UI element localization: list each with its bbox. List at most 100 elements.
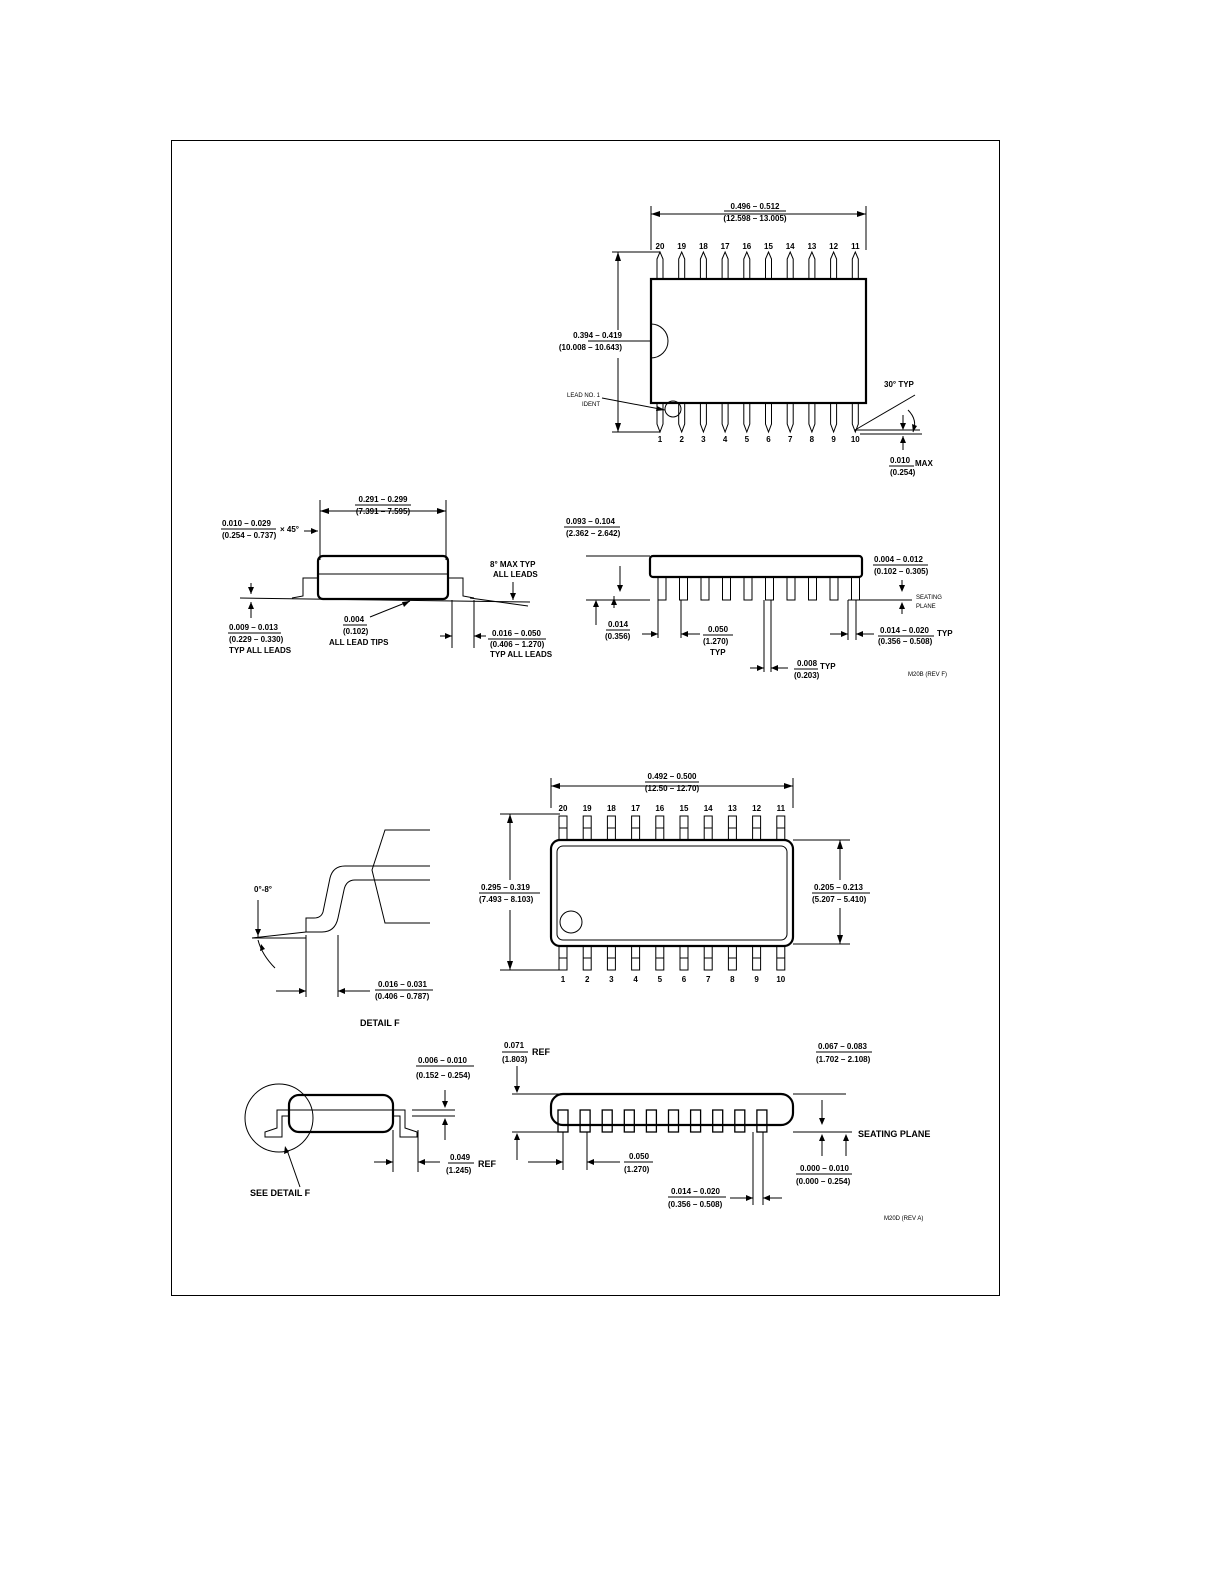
m20b-side-leads: [657, 576, 860, 601]
m20b-max-mm: (0.254): [890, 468, 916, 477]
m20b-angle-label: 30° TYP: [884, 380, 915, 389]
m20b-height-inch: 0.093 – 0.104: [566, 517, 615, 526]
m20b-max-suffix: MAX: [915, 459, 933, 468]
m20d-pin-number: 20: [559, 804, 568, 813]
m20b-side-lead: [722, 576, 731, 601]
m20d-pin-number: 8: [730, 975, 735, 984]
m20b-pitch-inch: 0.050: [708, 625, 729, 634]
m20d-drawing-ref: M20D (REV A): [884, 1216, 923, 1222]
m20b-side-lead: [679, 576, 688, 601]
drawing-frame: [171, 140, 1000, 1296]
m20b-side-lead: [829, 576, 839, 601]
m20d-width-inch: 0.295 – 0.319: [481, 883, 530, 892]
m20d-side-view: 0.071 (1.803) REF 0.067 – 0.083 (1.702 –…: [502, 1041, 930, 1222]
m20b-bottom-lead: [851, 403, 859, 434]
m20b-end-body: [316, 554, 450, 601]
m20b-top-lead: [830, 250, 838, 279]
m20b-top-lead: [699, 250, 707, 279]
m20d-width-mm: (7.493 – 8.103): [479, 895, 534, 904]
m20b-length-inch: 0.496 – 0.512: [731, 202, 780, 211]
m20d-side-body: [549, 1092, 795, 1127]
m20b-bottom-lead: [765, 403, 772, 434]
m20d-pin-number: 14: [704, 804, 713, 813]
m20b-side-lead: [743, 576, 753, 601]
m20b-bottom-lead: [678, 403, 686, 434]
m20b-lead-inch: 0.014: [608, 620, 629, 629]
m20d-seating-plane-label: SEATING PLANE: [858, 1129, 930, 1139]
see-detail-f-label: SEE DETAIL F: [250, 1188, 311, 1198]
m20b-width-mm: (10.008 – 10.643): [559, 343, 622, 352]
m20b-pin-number: 1: [658, 435, 663, 444]
m20d-standoff-inch: 0.071: [504, 1041, 525, 1050]
m20b-lead1-label: LEAD NO. 1: [567, 393, 601, 399]
m20b-pin-number: 7: [788, 435, 793, 444]
m20b-gap-suffix: TYP: [820, 662, 836, 671]
m20b-gap-mm: (0.203): [794, 671, 820, 680]
detail-angle-label: 0°-8°: [254, 885, 272, 894]
m20d-pin-number: 5: [658, 975, 663, 984]
m20b-side-lead: [657, 576, 667, 601]
m20b-pin-number: 12: [829, 242, 838, 251]
m20d-pin-number: 15: [680, 804, 689, 813]
m20b-lead-angle-2: ALL LEADS: [493, 570, 538, 579]
m20b-top-lead: [743, 250, 751, 279]
m20d-pitch-inch: 0.050: [629, 1152, 650, 1161]
m20b-pin-number: 19: [677, 242, 686, 251]
m20b-lead-angle: 8° MAX TYP: [490, 560, 536, 569]
m20d-side-lead: [689, 1109, 702, 1133]
m20b-bottom-lead: [830, 403, 838, 434]
m20b-lead-width-mm: (0.356 – 0.508): [878, 637, 933, 646]
m20b-bottom-lead: [808, 403, 816, 434]
m20b-end-right-lead: [448, 577, 475, 599]
m20d-side-leads: [557, 1109, 768, 1133]
m20d-lead-width-inch: 0.014 – 0.020: [671, 1187, 720, 1196]
m20b-notch: [650, 323, 669, 359]
m20d-height-inch: 0.067 – 0.083: [818, 1042, 867, 1051]
m20b-top-lead: [851, 250, 859, 279]
m20b-pitch-mm: (1.270): [703, 637, 729, 646]
m20b-top-leads: [656, 250, 859, 279]
m20b-bottom-lead: [743, 403, 751, 434]
m20b-thickness-inch: 0.009 – 0.013: [229, 623, 278, 632]
m20b-side-body: [648, 554, 864, 579]
m20b-max-inch: 0.010: [890, 456, 911, 465]
m20b-pin-number: 14: [786, 242, 795, 251]
m20d-side-lead: [667, 1109, 680, 1133]
m20b-foot-inch: 0.016 – 0.050: [492, 629, 541, 638]
m20d-pin-number: 7: [706, 975, 711, 984]
m20d-pin-number: 19: [583, 804, 592, 813]
m20b-top-lead: [656, 250, 664, 279]
m20b-side-lead: [765, 576, 774, 601]
m20d-clearance-mm: (0.000 – 0.254): [796, 1177, 851, 1186]
m20b-foot-note: TYP ALL LEADS: [490, 650, 553, 659]
m20b-length-mm: (12.598 – 13.005): [723, 214, 786, 223]
m20d-end-left-lead: [264, 1109, 289, 1138]
m20b-pin-number: 18: [699, 242, 708, 251]
m20b-top-lead: [721, 250, 729, 279]
m20d-side-lead: [712, 1109, 724, 1133]
m20b-standoff-mm: (0.102 – 0.305): [874, 567, 929, 576]
m20b-pin-number: 16: [742, 242, 751, 251]
m20b-chamfer-suffix: × 45°: [280, 525, 299, 534]
detail-f-callout-circle: [244, 1083, 314, 1153]
m20d-detail-f: 0°-8° 0.016 – 0.031 (0.406 – 0.787) DETA…: [251, 829, 433, 1028]
m20d-pin-number: 12: [752, 804, 761, 813]
m20d-pin-number: 1: [561, 975, 566, 984]
m20d-side-lead: [579, 1109, 591, 1133]
m20b-top-lead: [765, 250, 772, 279]
detail-lead: [305, 865, 372, 933]
m20d-pin1-dot: [559, 910, 583, 934]
m20b-bottom-leads: [656, 403, 859, 434]
m20b-standoff-inch: 0.004 – 0.012: [874, 555, 923, 564]
m20d-side-lead: [623, 1109, 635, 1133]
detail-title: DETAIL F: [360, 1018, 400, 1028]
m20b-lead-width-suffix: TYP: [937, 629, 953, 638]
m20d-side-lead: [557, 1109, 569, 1133]
m20d-end-right-lead: [393, 1109, 418, 1138]
m20d-clearance-inch: 0.000 – 0.010: [800, 1164, 849, 1173]
m20d-length-inch: 0.492 – 0.500: [648, 772, 697, 781]
